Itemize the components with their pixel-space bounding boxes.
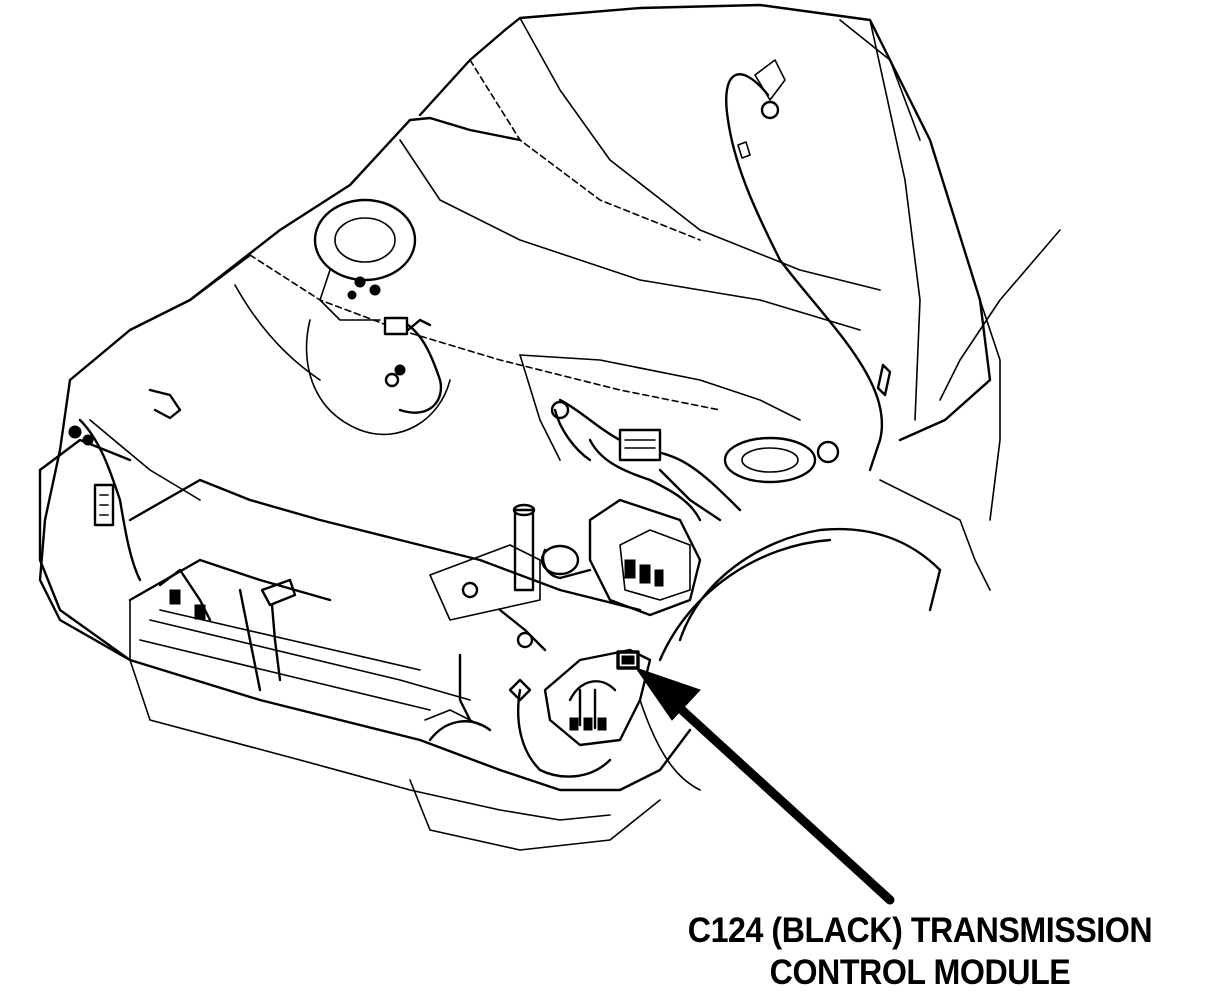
engine-harness [550, 398, 742, 522]
front-sensor [260, 578, 297, 682]
left-harness [383, 316, 443, 414]
callout-line-2: CONTROL MODULE [769, 953, 1071, 992]
bumper [38, 438, 692, 851]
battery-box [540, 498, 702, 617]
right-strut-tower [723, 436, 840, 484]
left-strut-tower [313, 198, 417, 321]
lower-harness [424, 581, 612, 778]
hood-cable [725, 59, 892, 472]
callout-label: C124 (BLACK) TRANSMISSION CONTROL MODULE [662, 910, 1177, 994]
cowl [188, 116, 861, 461]
callout-line-1: C124 (BLACK) TRANSMISSION [687, 911, 1153, 950]
tcm-connector-area [543, 648, 652, 747]
left-fender [38, 253, 451, 662]
left-headlamp-harness [68, 388, 212, 622]
hood [418, 3, 1061, 442]
callout-arrow [634, 667, 895, 905]
right-wheel-arch [639, 299, 1001, 791]
reservoir [429, 503, 541, 621]
